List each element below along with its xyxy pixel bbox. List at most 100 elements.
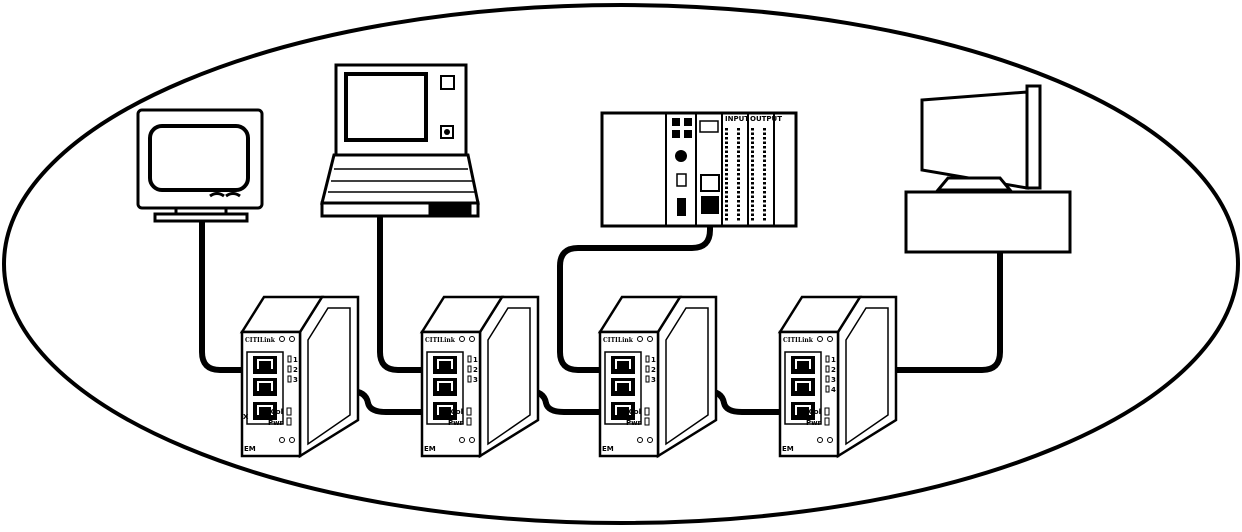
io-terminal-dot	[725, 142, 728, 145]
io-terminal-dot	[725, 137, 728, 140]
io-terminal-dot	[751, 182, 754, 185]
io-terminal-dot	[763, 169, 766, 172]
io-terminal-dot	[725, 200, 728, 203]
hub-col-label: Col	[451, 408, 463, 416]
io-terminal-dot	[737, 137, 740, 140]
io-terminal-dot	[737, 173, 740, 176]
io-terminal-dot	[737, 142, 740, 145]
hub-pwr-label: Pwr	[626, 419, 642, 427]
io-terminal-dot	[763, 133, 766, 136]
hub-port-number: 2	[651, 366, 656, 374]
hub-pwr-label: Pwr	[268, 419, 284, 427]
io-terminal-dot	[751, 209, 754, 212]
hub-pwr-label: Pwr	[448, 419, 464, 427]
io-terminal-dot	[737, 214, 740, 217]
io-terminal-dot	[763, 196, 766, 199]
laptop-icon	[322, 65, 478, 216]
io-terminal-dot	[751, 205, 754, 208]
hub-col-label: Col	[271, 408, 283, 416]
io-terminal-dot	[751, 173, 754, 176]
hub-brand-label: CITILink	[425, 337, 456, 344]
io-terminal-dot	[737, 133, 740, 136]
hub-brand-label: CITILink	[783, 337, 814, 344]
io-terminal-dot	[763, 187, 766, 190]
io-terminal-dot	[751, 142, 754, 145]
io-terminal-dot	[725, 128, 728, 131]
io-terminal-dot	[763, 160, 766, 163]
io-terminal-dot	[725, 169, 728, 172]
io-terminal-dot	[763, 200, 766, 203]
io-terminal-dot	[725, 187, 728, 190]
io-terminal-dot	[725, 205, 728, 208]
io-terminal-dot	[751, 137, 754, 140]
io-terminal-dot	[751, 178, 754, 181]
io-terminal-dot	[763, 209, 766, 212]
io-terminal-dot	[763, 218, 766, 221]
hub-footer-label: EM	[424, 445, 436, 453]
io-terminal-dot	[751, 196, 754, 199]
io-terminal-dot	[737, 146, 740, 149]
plc-output-label: OUTPUT	[750, 115, 782, 123]
io-terminal-dot	[751, 218, 754, 221]
io-terminal-dot	[737, 191, 740, 194]
io-terminal-dot	[725, 196, 728, 199]
hub-port-number: 2	[473, 366, 478, 374]
hub-port-number: 2	[293, 366, 298, 374]
io-terminal-dot	[737, 169, 740, 172]
io-terminal-dot	[725, 182, 728, 185]
io-terminal-dot	[725, 133, 728, 136]
io-terminal-dot	[763, 191, 766, 194]
hub-footer-label: EM	[602, 445, 614, 453]
io-terminal-dot	[725, 191, 728, 194]
hub-footer-label: EM	[244, 445, 256, 453]
hub-port-number: 1	[651, 356, 656, 364]
io-terminal-dot	[737, 160, 740, 163]
hub-pwr-label: Pwr	[806, 419, 822, 427]
hub-port-number: 1	[831, 356, 836, 364]
io-terminal-dot	[725, 164, 728, 167]
hub-port-number: 3	[651, 376, 656, 384]
io-terminal-dot	[763, 128, 766, 131]
plc-input-label: INPUT	[725, 115, 749, 123]
hub-port-number: 1	[293, 356, 298, 364]
plc-icon: INPUT OUTPUT	[602, 113, 796, 226]
io-terminal-dot	[763, 214, 766, 217]
io-terminal-dot	[751, 133, 754, 136]
io-terminal-dot	[725, 151, 728, 154]
hub-port-number: 2	[831, 366, 836, 374]
io-terminal-dot	[737, 209, 740, 212]
io-terminal-dot	[737, 187, 740, 190]
io-terminal-dot	[725, 160, 728, 163]
hub-col-label: Col	[629, 408, 641, 416]
io-terminal-dot	[751, 155, 754, 158]
hub-brand-label: CITILink	[245, 337, 276, 344]
io-terminal-dot	[763, 173, 766, 176]
hub-port-number: 1	[473, 356, 478, 364]
hub-footer-label: EM	[782, 445, 794, 453]
io-terminal-dot	[751, 164, 754, 167]
io-terminal-dot	[725, 209, 728, 212]
io-terminal-dot	[737, 151, 740, 154]
io-terminal-dot	[725, 146, 728, 149]
hub-col-label: Col	[809, 408, 821, 416]
io-terminal-dot	[751, 169, 754, 172]
io-terminal-dot	[725, 173, 728, 176]
hub-crossover-mark: X	[243, 413, 249, 421]
io-terminal-dot	[737, 178, 740, 181]
io-terminal-dot	[763, 155, 766, 158]
io-terminal-dot	[763, 182, 766, 185]
io-terminal-dot	[725, 155, 728, 158]
io-terminal-dot	[725, 214, 728, 217]
io-terminal-dot	[763, 178, 766, 181]
io-terminal-dot	[725, 178, 728, 181]
monitor-icon	[138, 110, 262, 221]
io-terminal-dot	[737, 182, 740, 185]
io-terminal-dot	[751, 128, 754, 131]
io-terminal-dot	[763, 137, 766, 140]
